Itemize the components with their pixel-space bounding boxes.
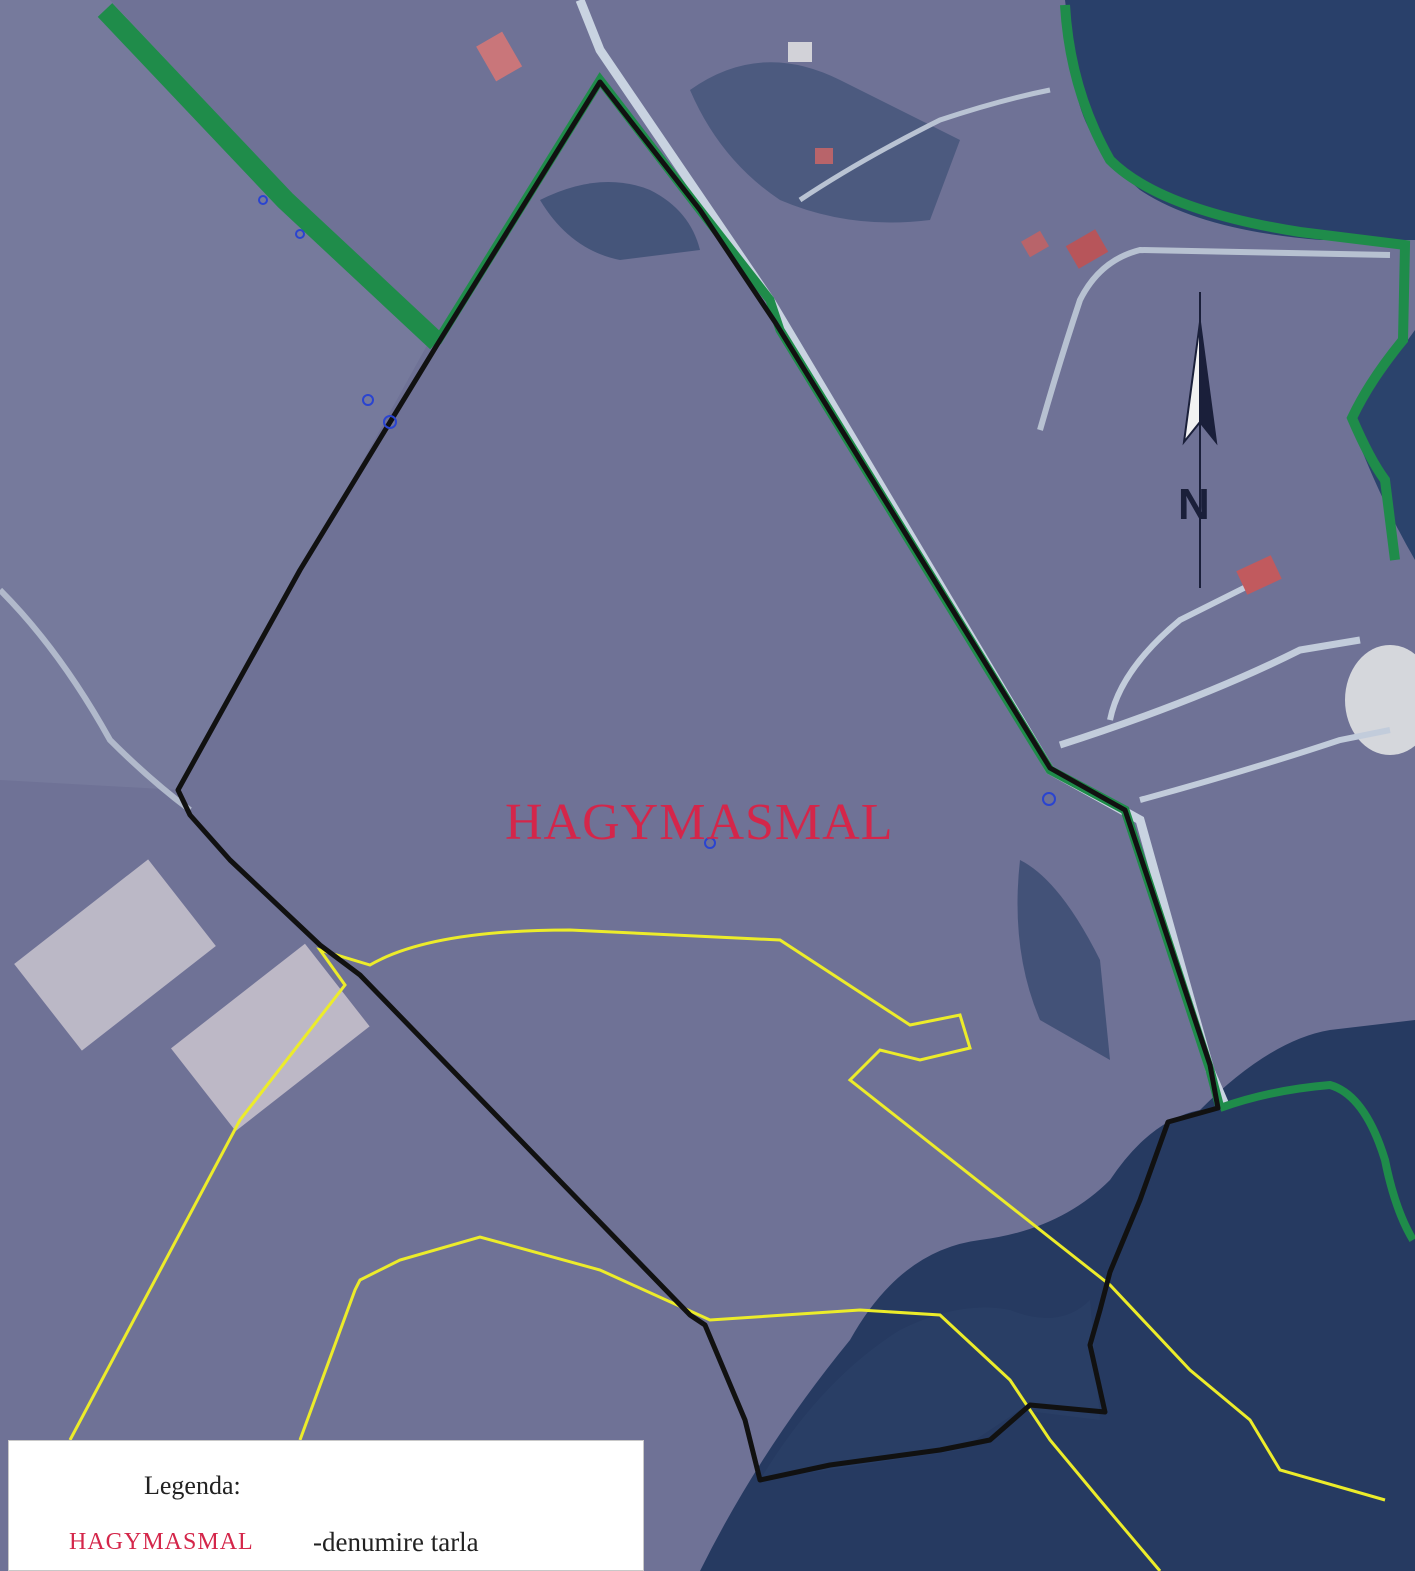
parcel-boundary-hagymasmal [175,79,1221,1483]
yellow-boundary-2 [298,1235,1162,1571]
vegetation-band [540,182,700,260]
marker-point [1042,792,1056,806]
building [1236,555,1282,595]
legend-item-name: HAGYMASMAL [69,1529,254,1555]
bare-patch-3 [1345,645,1415,755]
forest-east-strip [1350,330,1415,560]
ditch-west [0,587,192,813]
building [788,42,812,62]
bare-patch-1 [14,859,216,1051]
legend-item-description: -denumire tarla [313,1527,479,1557]
building [815,148,833,164]
side-road-4 [1037,246,1391,431]
green-boundary-east [1060,4,1411,561]
parcel-name-label: HAGYMASMAL [505,794,894,851]
yellow-boundary-1 [68,928,1386,1502]
forest-northeast [1065,0,1415,240]
legend-title: Legenda: [144,1471,241,1500]
side-road-1 [1058,636,1361,749]
side-road-5 [798,87,1051,203]
building [476,31,523,82]
marker-point [704,837,716,849]
marker-point [295,229,305,239]
legend-box: Legenda: HAGYMASMAL -denumire tarla [8,1440,644,1571]
building [1065,229,1109,269]
north-arrow-icon [1182,292,1218,588]
vegetation-band-2 [690,62,960,223]
side-road-3 [1107,577,1262,721]
side-road-2 [1139,727,1391,803]
building [1020,230,1050,258]
marker-point [258,195,268,205]
marker-point [362,394,374,406]
north-label: N [1178,480,1210,529]
forest-inner [760,1300,1100,1480]
vegetation-east [1017,860,1110,1060]
bare-patch-2 [171,943,370,1132]
marker-point [383,415,397,429]
green-boundary-southeast [1218,1080,1415,1243]
field-left [0,0,430,790]
green-boundary-northwest [97,3,444,350]
